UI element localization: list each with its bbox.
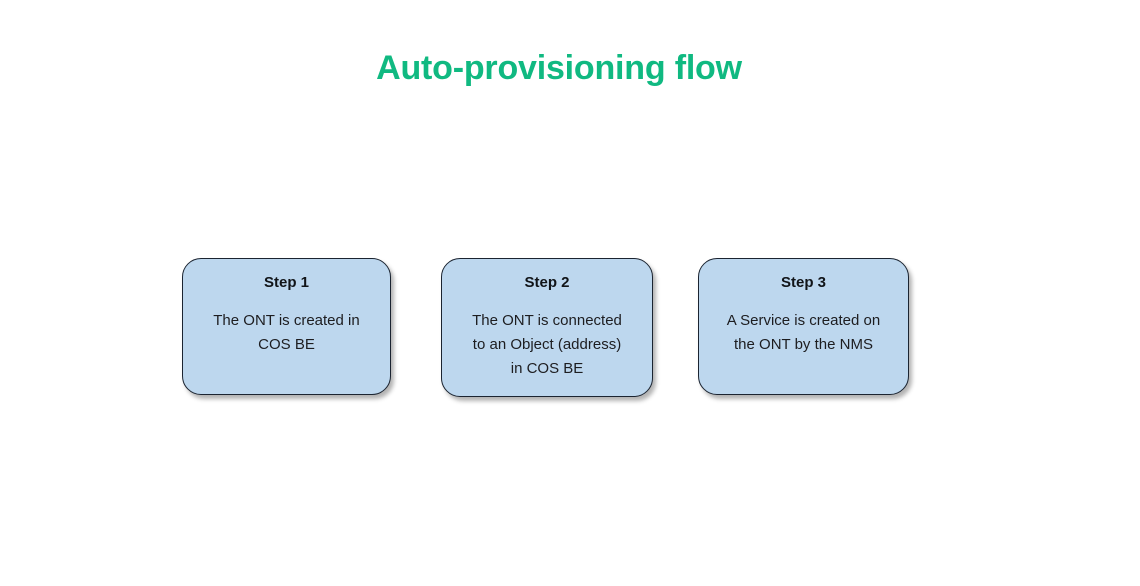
step-2-heading: Step 2 (524, 274, 570, 291)
flow-step-2[interactable]: Step 2 The ONT is connected to an Object… (441, 258, 653, 397)
step-2-body: The ONT is connected to an Object (addre… (472, 312, 622, 377)
page-title: Auto-provisioning flow (376, 49, 742, 87)
step-3-heading: Step 3 (780, 274, 826, 291)
flow-step-1[interactable]: Step 1 The ONT is created in COS BE (182, 258, 391, 395)
step-1-heading: Step 1 (263, 274, 309, 291)
flow-step-3[interactable]: Step 3 A Service is created on the ONT b… (698, 258, 909, 395)
step-3-body: A Service is created on the ONT by the N… (726, 312, 881, 353)
step-1-body: The ONT is created in COS BE (213, 312, 360, 353)
